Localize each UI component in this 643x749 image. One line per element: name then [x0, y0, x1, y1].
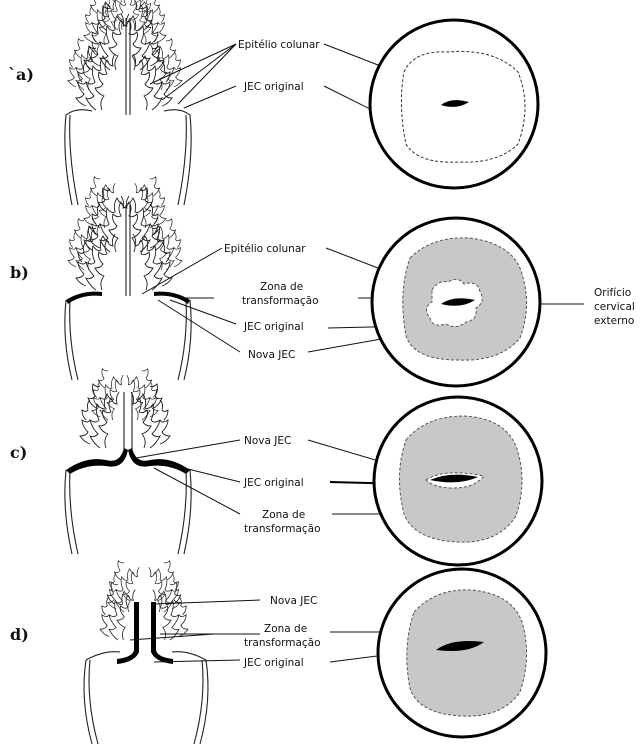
panel-d: d) Nova JEC Zona de transformação JEC or…	[10, 561, 546, 744]
frontal-view-a	[370, 20, 538, 188]
label-orificio-line3: externo	[594, 315, 634, 327]
section-a	[65, 0, 191, 205]
panel-letter-c: c)	[10, 443, 27, 462]
label-zona-c-line1: Zona de	[262, 509, 305, 521]
section-b	[65, 177, 191, 380]
label-orificio-line2: cervical	[594, 301, 635, 313]
label-nova-jec-d: Nova JEC	[270, 595, 317, 607]
label-jec-original-a: JEC original	[243, 81, 304, 93]
label-epitelio-colunar-a: Epitélio colunar	[238, 39, 320, 51]
label-jec-original-c: JEC original	[243, 477, 304, 489]
label-jec-original-b: JEC original	[243, 321, 304, 333]
frontal-view-b	[372, 218, 540, 386]
label-zona-d-line1: Zona de	[264, 623, 307, 635]
panel-c: c) Nova JEC JEC original Zona de transfo…	[10, 369, 542, 565]
frontal-view-c	[374, 397, 542, 565]
label-zona-c-line2: transformação	[244, 523, 321, 535]
label-jec-original-d: JEC original	[243, 657, 304, 669]
panel-letter-a: `a)	[8, 65, 34, 84]
panel-b: b) Epitélio colunar Zo	[10, 177, 635, 386]
label-orificio-line1: Orifício	[594, 287, 631, 299]
label-zona-d-line2: transformação	[244, 637, 321, 649]
section-c	[65, 369, 191, 554]
section-d	[84, 561, 208, 744]
label-nova-jec-c: Nova JEC	[244, 435, 291, 447]
panel-letter-b: b)	[10, 263, 29, 282]
label-epitelio-colunar-b: Epitélio colunar	[224, 243, 306, 255]
panel-a: `a) Epitélio colu	[8, 0, 538, 205]
panel-letter-d: d)	[10, 625, 29, 644]
label-zona-b-line1: Zona de	[260, 281, 303, 293]
frontal-view-d	[378, 569, 546, 737]
label-nova-jec-b: Nova JEC	[248, 349, 295, 361]
label-zona-b-line2: transformação	[242, 295, 319, 307]
